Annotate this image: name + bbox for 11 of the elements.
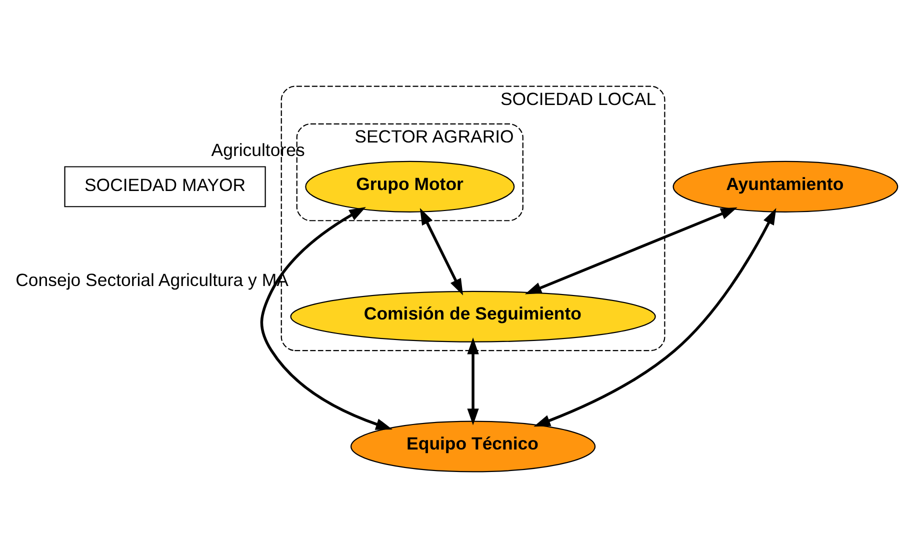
arrow [524,207,738,294]
node-label: Agricultores [211,140,305,160]
arrow [467,338,479,426]
node-ellipse: Comisión de Seguimiento [290,290,656,342]
arrow [420,208,464,296]
arrow [260,207,392,430]
node-box: SOCIEDAD MAYOR [64,166,266,208]
node-ellipse: Equipo Técnico [350,420,596,472]
node-ellipse: Ayuntamiento [672,160,898,212]
node-ellipse: Grupo Motor [305,160,515,212]
arrow [534,208,776,427]
